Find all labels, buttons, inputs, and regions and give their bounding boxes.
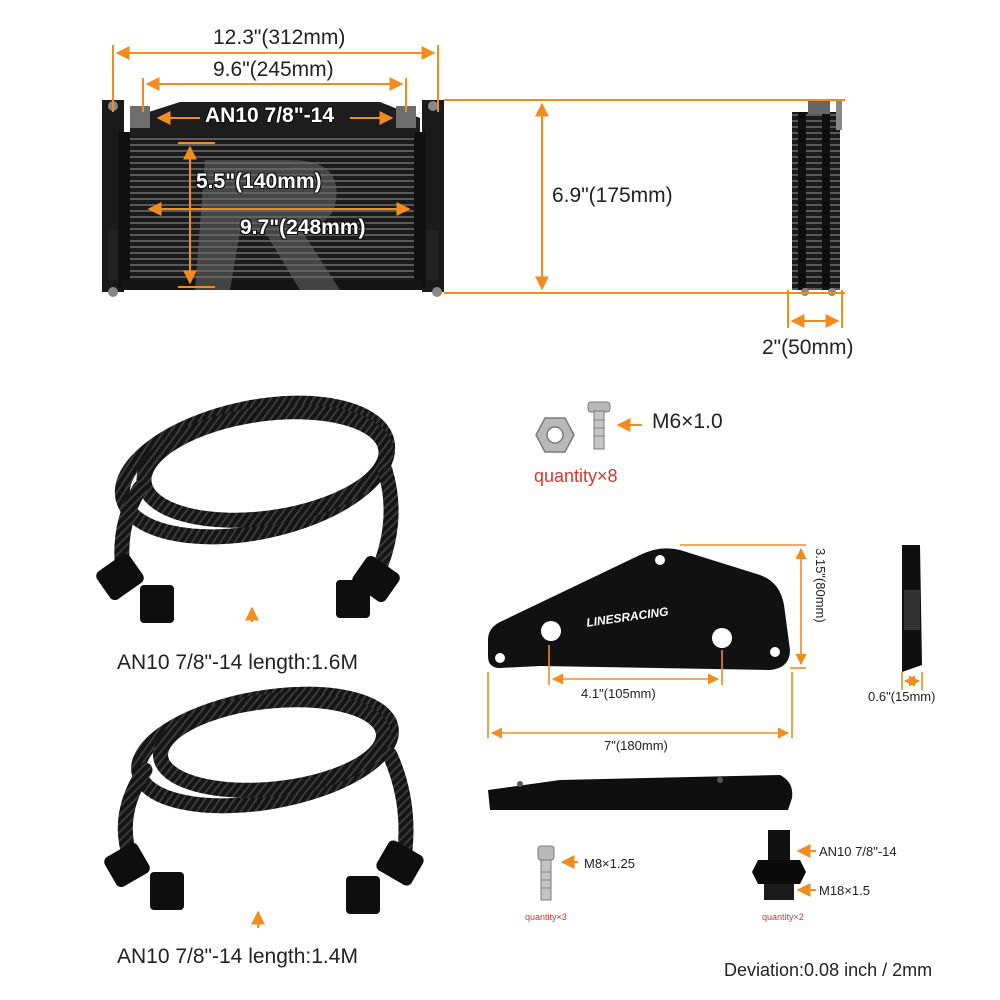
mounting-bracket	[488, 548, 790, 670]
core-height-label: 5.5"(140mm)	[196, 170, 322, 193]
oil-cooler-side	[792, 100, 842, 296]
bracket-side	[902, 545, 922, 672]
fitting-quantity-label: quantity×2	[762, 912, 804, 922]
socket-head-bolt	[537, 845, 555, 901]
cooler-dimension-lines	[112, 45, 845, 328]
bracket-dimension-lines	[487, 544, 923, 739]
hose-1-fittings	[96, 553, 400, 623]
fitting-bottom-thread-label: M18×1.5	[819, 883, 870, 898]
hose-1-coil	[114, 395, 399, 580]
bracket-length-label: 7"(180mm)	[604, 738, 668, 753]
bracket-height-label: 3.15"(80mm)	[813, 548, 828, 623]
fitting-top-thread-label: AN10 7/8"-14	[819, 844, 897, 859]
bolt-thread-label: M6×1.0	[652, 410, 723, 433]
hose-1-label: AN10 7/8"-14 length:1.6M	[117, 651, 358, 674]
bracket-bottom	[488, 775, 793, 810]
flange-nut-and-bolt	[535, 401, 611, 453]
deviation-note: Deviation:0.08 inch / 2mm	[724, 960, 933, 980]
port-thread-label: AN10 7/8"-14	[205, 104, 335, 127]
hose-2-label: AN10 7/8"-14 length:1.4M	[117, 945, 358, 968]
overall-height-label: 6.9"(175mm)	[552, 184, 673, 207]
port-spacing-label: 9.6"(245mm)	[213, 58, 334, 81]
core-width-label: 9.7"(248mm)	[240, 216, 366, 239]
depth-label: 2"(50mm)	[762, 336, 854, 359]
bracket-hole-spacing-label: 4.1"(105mm)	[581, 686, 656, 701]
oil-cooler-front	[102, 100, 444, 297]
bracket-thickness-label: 0.6"(15mm)	[868, 689, 936, 704]
hose-2-fittings	[104, 840, 424, 914]
socket-bolt-quantity-label: quantity×3	[525, 912, 567, 922]
hose-2-coil	[117, 686, 414, 858]
overall-width-label: 12.3"(312mm)	[213, 26, 346, 49]
socket-bolt-thread-label: M8×1.25	[584, 856, 635, 871]
bolt-quantity-label: quantity×8	[534, 466, 618, 486]
an-fitting	[752, 830, 806, 900]
